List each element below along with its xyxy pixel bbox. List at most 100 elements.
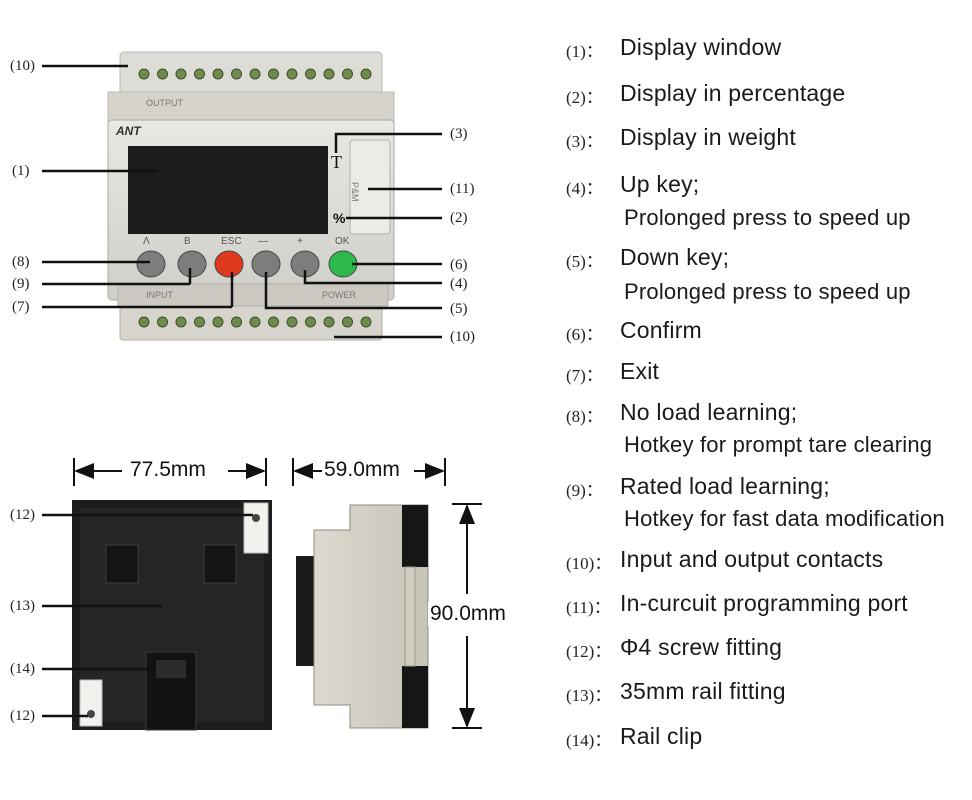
percent-symbol: % — [333, 210, 346, 226]
output-terminal-screw — [305, 68, 316, 80]
legend-text: 35mm rail fitting — [620, 678, 786, 704]
legend-text: Exit — [620, 358, 660, 384]
device-front — [107, 51, 395, 341]
callout-14: (14) — [10, 661, 35, 677]
esc-key-label: ESC — [221, 236, 242, 247]
input-terminal-screw — [342, 316, 353, 328]
legend-text: Display in percentage — [620, 80, 846, 106]
input-terminal-screw — [194, 316, 205, 328]
dimension-width: 77.5mm — [128, 458, 208, 482]
legend-text: Input and output contacts — [620, 546, 884, 572]
screw-fitting-bottom — [79, 679, 103, 727]
legend-text: Down key; — [620, 244, 730, 270]
input-terminal-screw — [231, 316, 242, 328]
output-terminal-screw — [268, 68, 279, 80]
legend-text-detail: Hotkey for fast data modification — [624, 506, 945, 531]
legend-number: (13)： — [566, 686, 612, 705]
output-terminal-screw — [175, 68, 187, 80]
input-terminal-screw — [175, 316, 187, 328]
input-terminal-screw — [268, 316, 279, 328]
input-terminal-screw — [138, 316, 150, 328]
legend-text: Up key; — [620, 171, 700, 197]
legend-text-detail: Prolonged press to speed up — [624, 205, 911, 230]
output-terminal-screw — [323, 68, 335, 80]
callout-13: (13) — [10, 598, 35, 614]
legend-number: (11)： — [566, 598, 611, 617]
callout-8: (8) — [12, 254, 30, 270]
input-terminal-screw — [249, 316, 261, 328]
output-terminal-screw — [286, 68, 298, 80]
callout-12-top: (12) — [10, 507, 35, 523]
legend-text-detail: Hotkey for prompt tare clearing — [624, 432, 933, 457]
legend-number: (9)： — [566, 481, 603, 500]
output-terminal-screw — [138, 68, 150, 80]
output-terminal-screw — [249, 68, 261, 80]
callout-10-bottom: (10) — [450, 329, 475, 345]
legend-number: (8)： — [566, 407, 603, 426]
legend-text: No load learning; — [620, 399, 798, 425]
no-load-key[interactable] — [136, 250, 166, 278]
power-print: POWER — [322, 290, 357, 300]
up-key-label: + — [297, 236, 303, 247]
legend-number: (5)： — [566, 252, 603, 271]
input-terminal-screw — [305, 316, 316, 328]
no-load-key-label: Λ — [143, 236, 150, 247]
input-terminal-screw — [323, 316, 335, 328]
callout-lines-back — [42, 513, 253, 718]
callout-2: (2) — [450, 210, 468, 226]
device-side — [296, 504, 429, 729]
programming-port-cover — [349, 139, 391, 235]
legend-text: Confirm — [620, 317, 702, 343]
legend-number: (1)： — [566, 42, 603, 61]
input-print: INPUT — [146, 290, 173, 300]
esc-key[interactable] — [214, 250, 244, 278]
legend-number: (10)： — [566, 554, 612, 573]
port-print: P&M — [350, 182, 360, 202]
down-key-label: — — [258, 236, 268, 247]
legend-number: (4)： — [566, 179, 603, 198]
callout-6: (6) — [450, 257, 468, 273]
callout-12-bottom: (12) — [10, 708, 35, 724]
weight-symbol: T — [331, 152, 342, 172]
output-print: OUTPUT — [146, 98, 183, 108]
ok-key-label: OK — [335, 236, 350, 247]
output-terminal-screw — [157, 68, 168, 80]
legend-number: (2)： — [566, 88, 603, 107]
input-terminal-screw — [157, 316, 168, 328]
legend-text: In-curcuit programming port — [620, 590, 908, 616]
callout-4: (4) — [450, 276, 468, 292]
dimension-depth: 59.0mm — [322, 458, 402, 482]
legend-number: (14)： — [566, 731, 612, 750]
rated-load-key-label: B — [184, 236, 191, 247]
output-terminal-screw — [194, 68, 205, 80]
legend-text: Φ4 screw fitting — [620, 634, 783, 660]
rated-load-key[interactable] — [177, 250, 207, 278]
legend-number: (7)： — [566, 366, 603, 385]
input-terminal-screw — [286, 316, 298, 328]
legend-text: Rated load learning; — [620, 473, 830, 499]
callout-7: (7) — [12, 299, 30, 315]
dimension-lines — [73, 458, 482, 729]
callout-10-top: (10) — [10, 58, 35, 74]
output-terminal-screw — [231, 68, 242, 80]
callout-11: (11) — [450, 181, 475, 197]
output-terminal-screw — [342, 68, 353, 80]
legend-text-detail: Prolonged press to speed up — [624, 279, 911, 304]
side-front-tab — [296, 556, 314, 666]
brand-logo-text: ANT — [116, 124, 141, 138]
legend-number: (6)： — [566, 325, 603, 344]
callout-3: (3) — [450, 126, 468, 142]
display-window — [128, 146, 328, 234]
legend-number: (12)： — [566, 642, 612, 661]
callout-1: (1) — [12, 163, 30, 179]
dimension-height: 90.0mm — [428, 602, 508, 626]
callout-5: (5) — [450, 301, 468, 317]
callout-9: (9) — [12, 276, 30, 292]
legend-text: Display in weight — [620, 124, 796, 150]
legend-number: (3)： — [566, 132, 603, 151]
input-terminal-screw — [212, 316, 224, 328]
legend-text: Rail clip — [620, 723, 703, 749]
input-terminal-screw — [360, 316, 372, 328]
legend-text: Display window — [620, 34, 782, 60]
